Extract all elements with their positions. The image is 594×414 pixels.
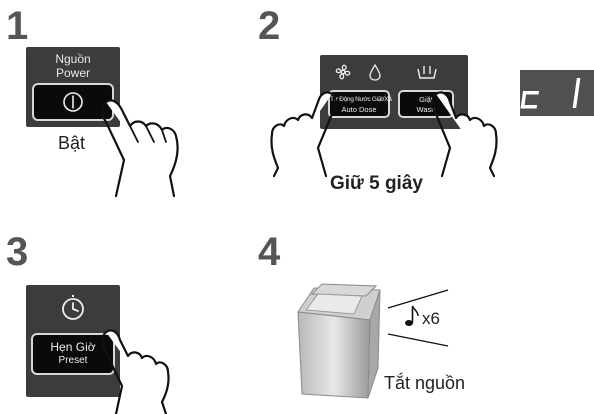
fan-icon (335, 64, 351, 80)
auto-dose-button[interactable]: Tự Động Nước Giặt/Xả Auto Dose (328, 90, 392, 118)
wash-label-vi: Giặt (419, 95, 433, 104)
drop-icon (369, 63, 381, 81)
preset-label-en: Preset (58, 355, 88, 366)
preset-panel: Hẹn Giờ Preset (26, 285, 120, 397)
washing-machine-icon (297, 283, 381, 399)
step-number: 3 (6, 230, 29, 274)
power-icon (63, 92, 83, 112)
auto-dose-label-vi: Tự Động Nước Giặt/Xả (330, 96, 392, 103)
wash-tub-icon (417, 66, 437, 79)
power-label-vi: Nguồn (55, 52, 91, 66)
step-number: 2 (258, 4, 281, 48)
music-note-icon (405, 305, 419, 326)
hand-pointer-icon (101, 329, 170, 414)
display-readout (520, 78, 581, 109)
beep-count: x6 (422, 309, 440, 328)
auto-dose-label-en: Auto Dose (341, 105, 377, 114)
sound-lines (387, 289, 449, 347)
hold-caption: Giữ 5 giây (330, 173, 423, 194)
wash-label-en: Wash (416, 105, 436, 114)
preset-label-vi: Hẹn Giờ (50, 340, 96, 354)
hand-pointer-icon (101, 99, 179, 198)
power-panel: Nguồn Power (26, 47, 120, 127)
power-label-en: Power (55, 66, 90, 80)
step-number: 4 (258, 230, 281, 274)
hand-pointer-icon (270, 91, 337, 178)
segment-display (520, 70, 594, 116)
hand-pointer-icon (431, 91, 498, 178)
power-off-caption: Tắt nguồn (384, 373, 466, 393)
preset-button[interactable]: Hẹn Giờ Preset (31, 333, 115, 375)
step-number: 1 (6, 4, 29, 48)
step1-caption: Bật (58, 133, 86, 153)
clock-icon (62, 295, 84, 320)
